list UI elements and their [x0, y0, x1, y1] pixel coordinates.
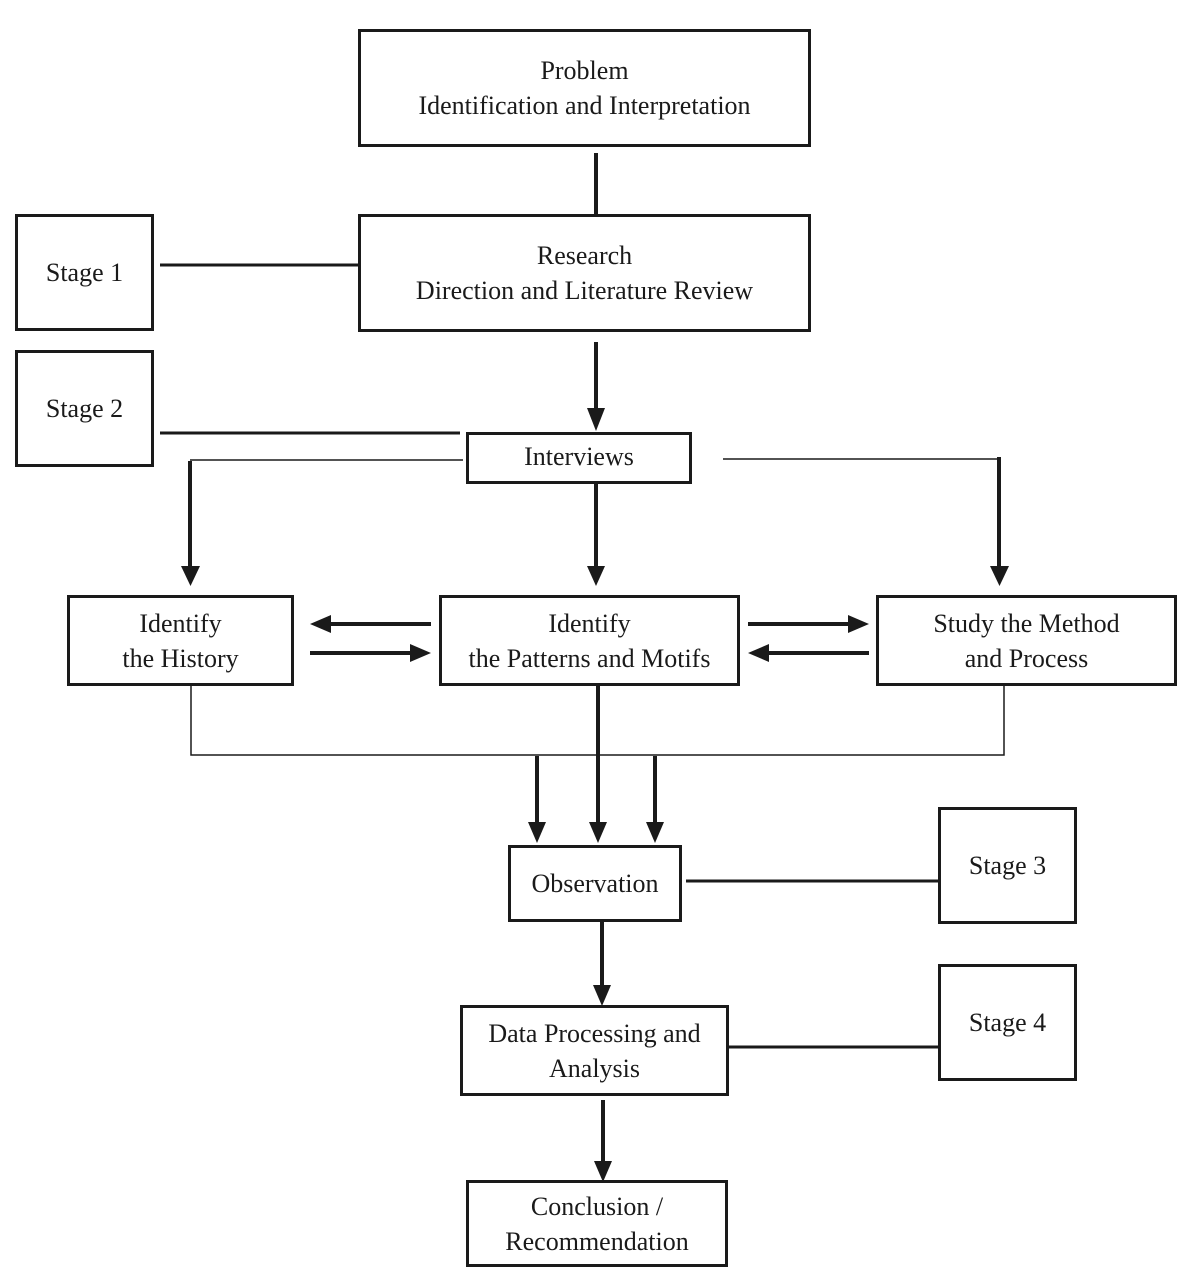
history-label-line1: Identify [139, 608, 222, 638]
interviews-label: Interviews [524, 442, 634, 471]
history-box: Identify the History [67, 595, 294, 686]
arrowhead-history-to-patterns [410, 644, 431, 662]
research-box: Research Direction and Literature Review [358, 214, 811, 332]
stage2-box: Stage 2 [15, 350, 154, 467]
arrowhead-method-to-patterns [748, 644, 769, 662]
observation-box: Observation [508, 845, 682, 922]
interviews-box: Interviews [466, 432, 692, 484]
research-label-line1: Research [536, 241, 633, 270]
arrowhead-to-method [990, 566, 1009, 586]
conclusion-label-line2: Recommendation [505, 1226, 689, 1256]
stage3-label: Stage 3 [968, 851, 1047, 880]
problem-box: Problem Identification and Interpretatio… [358, 29, 811, 147]
stage1-box: Stage 1 [15, 214, 154, 331]
method-box: Study the Method and Process [876, 595, 1177, 686]
arrowhead-to-observation-right [646, 822, 664, 843]
analysis-box: Data Processing and Analysis [460, 1005, 729, 1096]
research-label-line2: Direction and Literature Review [415, 276, 754, 305]
arrowhead-interviews-to-patterns [587, 566, 605, 586]
problem-label-line1: Problem [540, 56, 629, 85]
history-label-line2: the History [122, 643, 239, 673]
stage3-box: Stage 3 [938, 807, 1077, 924]
arrowhead-patterns-to-method [848, 615, 869, 633]
analysis-label-line1: Data Processing and [488, 1018, 701, 1048]
patterns-box: Identify the Patterns and Motifs [439, 595, 740, 686]
arrowhead-to-history [181, 566, 200, 586]
stage4-box: Stage 4 [938, 964, 1077, 1081]
arrowhead-to-observation-middle [589, 822, 607, 843]
observation-label: Observation [531, 869, 659, 898]
conclusion-label-line1: Conclusion / [530, 1191, 664, 1221]
arrowhead-patterns-to-history [310, 615, 331, 633]
conclusion-box: Conclusion / Recommendation [466, 1180, 728, 1267]
arrowhead-analysis-to-conclusion [594, 1161, 612, 1182]
problem-label-line2: Identification and Interpretation [418, 91, 751, 120]
arrowhead-to-observation-left [528, 822, 546, 843]
method-label-line1: Study the Method [933, 608, 1120, 638]
patterns-label-line1: Identify [548, 608, 631, 638]
stage1-label: Stage 1 [45, 258, 124, 287]
patterns-label-line2: the Patterns and Motifs [468, 643, 711, 673]
stage4-label: Stage 4 [968, 1008, 1047, 1037]
arrowhead-research-to-interviews [587, 408, 605, 431]
merge-line [190, 686, 1005, 756]
analysis-label-line2: Analysis [549, 1053, 640, 1083]
method-label-line2: and Process [964, 643, 1089, 673]
arrowhead-observation-to-analysis [593, 985, 611, 1006]
stage2-label: Stage 2 [45, 394, 124, 423]
arrowheads [181, 215, 1009, 1182]
